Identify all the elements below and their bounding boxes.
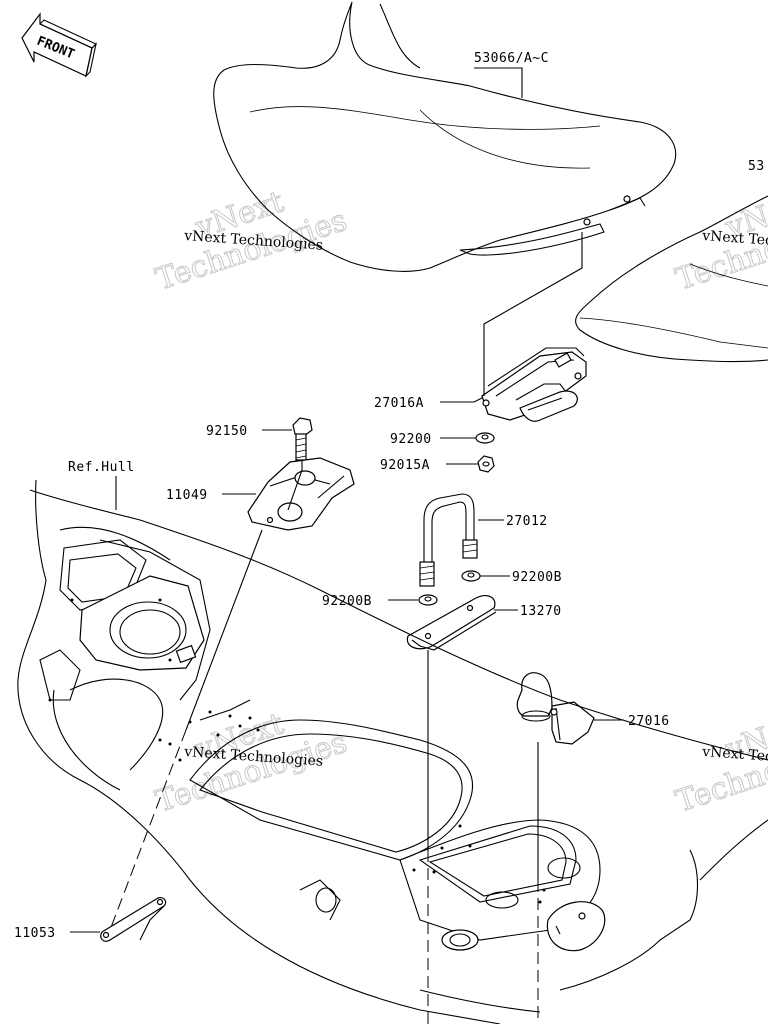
label-27012: 27012 <box>506 514 548 529</box>
bolt-92150 <box>292 417 313 461</box>
label-92200b-right: 92200B <box>512 570 562 585</box>
label-53066: 53066/A~C <box>474 51 549 66</box>
label-13270: 13270 <box>520 604 562 619</box>
nut-92015a <box>477 455 495 473</box>
washer-92200b-left <box>418 594 438 606</box>
seat-rear-partial <box>575 195 768 363</box>
label-11049: 11049 <box>166 488 208 503</box>
label-92200b-left: 92200B <box>322 594 372 609</box>
hull-body <box>17 479 768 1024</box>
seat-main <box>213 1 677 272</box>
label-92150: 92150 <box>206 424 248 439</box>
bracket-11053 <box>100 897 167 942</box>
plate-13270 <box>406 595 497 651</box>
front-arrow-icon: FRONT <box>21 12 97 78</box>
part-27016 <box>516 672 595 745</box>
label-11053: 11053 <box>14 926 56 941</box>
label-92200: 92200 <box>390 432 432 447</box>
bracket-11049 <box>247 457 355 531</box>
label-53-partial: 53 <box>748 159 765 174</box>
part-labels: 53066/A~C 53 27016A 92200 92015A 92150 1… <box>14 51 765 941</box>
washer-92200 <box>475 432 495 444</box>
assembly-lines <box>109 232 583 1024</box>
label-92015a: 92015A <box>380 458 430 473</box>
label-27016: 27016 <box>628 714 670 729</box>
seat-hook-27016a <box>481 347 587 422</box>
label-27016a: 27016A <box>374 396 424 411</box>
leader-lines <box>70 67 624 933</box>
label-refhull: Ref.Hull <box>68 460 135 475</box>
washer-92200b-right <box>461 570 481 582</box>
ubolt-27012 <box>419 493 478 587</box>
